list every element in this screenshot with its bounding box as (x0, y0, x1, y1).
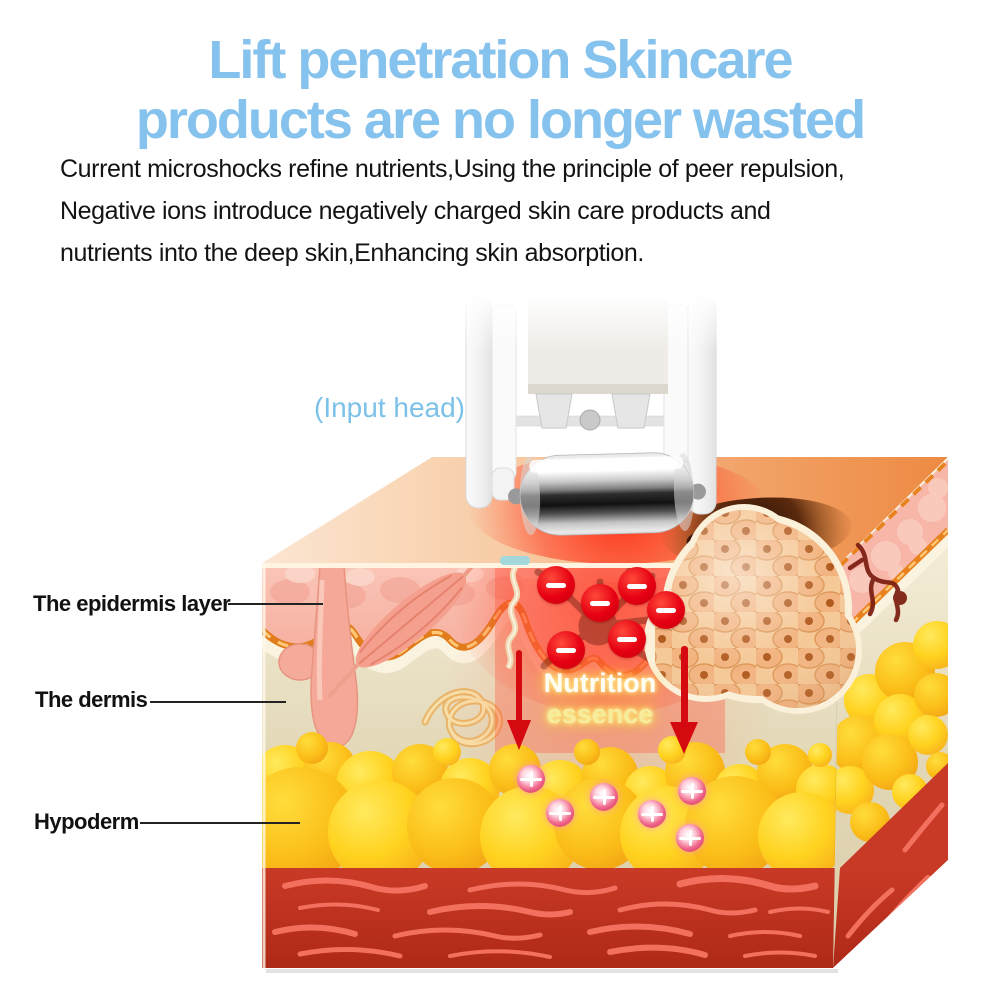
gel-mark (500, 556, 530, 565)
label-hypoderm-layer: Hypoderm (34, 809, 139, 834)
roller-head (508, 452, 706, 536)
intro-line-1: Current microshocks refine nutrients,Usi… (60, 155, 845, 183)
label-leader-line (150, 701, 286, 703)
intro-line-3: nutrients into the deep skin,Enhancing s… (60, 239, 644, 267)
page-title: Lift penetration Skincare products are n… (0, 30, 1000, 150)
block-shadow (266, 969, 838, 973)
label-epidermis-layer: The epidermis layer (33, 591, 231, 616)
roller-device (465, 295, 717, 536)
essence-arrows (507, 646, 698, 754)
label-leader-line (228, 603, 323, 605)
fat-cells-side (833, 621, 948, 842)
device-housing (528, 298, 668, 394)
title-line-2: products are no longer wasted (135, 90, 866, 150)
intro-line-2: Negative ions introduce negatively charg… (60, 197, 771, 225)
label-leader-line (140, 822, 300, 824)
intro-paragraph: Current microshocks refine nutrients,Usi… (60, 148, 960, 274)
input-head-label: (Input head) (314, 392, 465, 423)
hair-follicle (278, 563, 359, 747)
down-arrow-icon (507, 650, 531, 750)
label-dermis-layer: The dermis (35, 687, 148, 712)
capillary (847, 542, 907, 623)
annotation-line-2: essence (546, 699, 654, 729)
cell-cluster (644, 504, 862, 714)
muscle-layer (262, 868, 840, 968)
right-face (833, 458, 948, 968)
title-line-1: Lift penetration Skincare (208, 30, 793, 90)
device-arm-left (465, 295, 493, 509)
nutrition-essence-annotation: Nutrition essence (498, 668, 702, 730)
down-arrow-icon (670, 646, 698, 754)
annotation-line-1: Nutrition (543, 668, 657, 698)
fat-layer (262, 732, 840, 886)
